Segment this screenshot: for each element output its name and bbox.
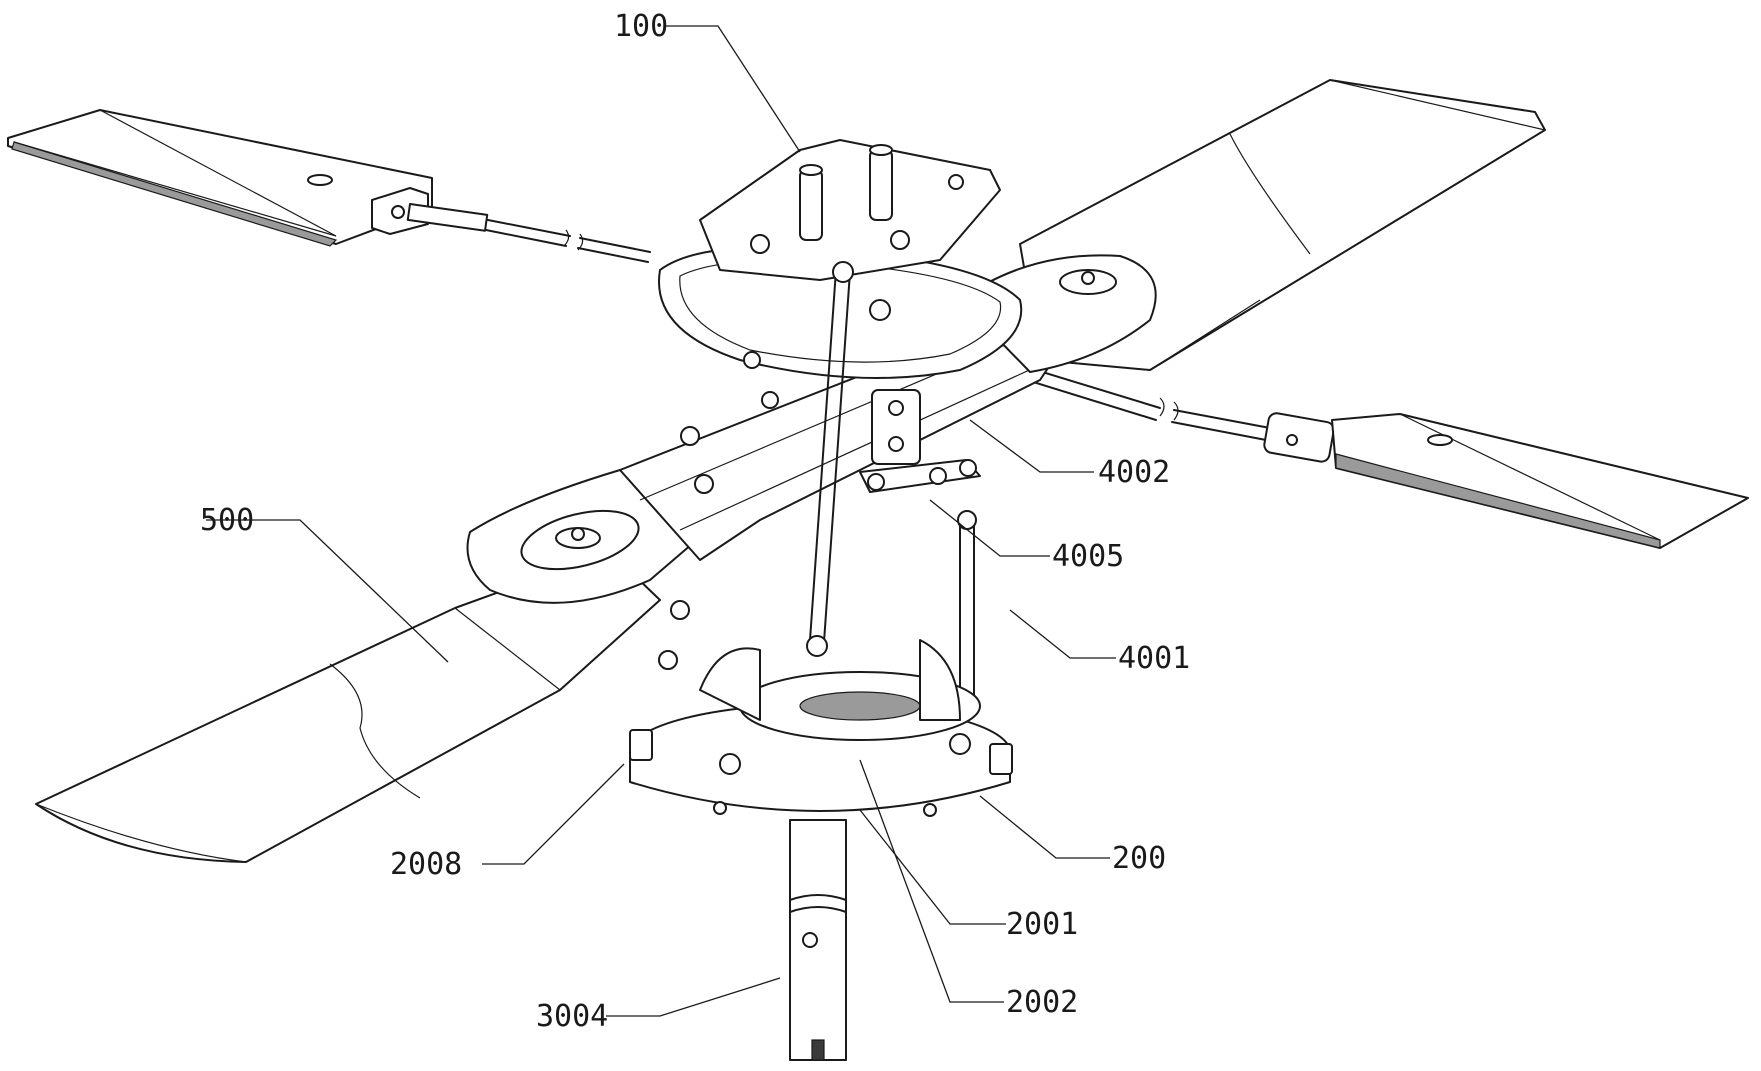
leader-lines — [206, 25, 1116, 1017]
blade-lower-right — [987, 355, 1749, 549]
label-4001: 4001 — [1118, 641, 1190, 676]
label-3004: 3004 — [536, 999, 608, 1034]
label-500: 500 — [200, 503, 254, 538]
label-2002: 2002 — [1006, 985, 1078, 1020]
blade-lower-left — [35, 551, 661, 863]
label-100: 100 — [614, 9, 668, 44]
rotor-hub-assembly — [466, 139, 1157, 1061]
label-4002: 4002 — [1098, 455, 1170, 490]
label-4005: 4005 — [1052, 539, 1124, 574]
label-2001: 2001 — [1006, 907, 1078, 942]
blade-upper-left — [7, 109, 651, 263]
label-200: 200 — [1112, 841, 1166, 876]
label-2008: 2008 — [390, 847, 462, 882]
reference-numerals: 100 4002 500 4005 4001 2008 200 2001 200… — [200, 9, 1190, 1034]
